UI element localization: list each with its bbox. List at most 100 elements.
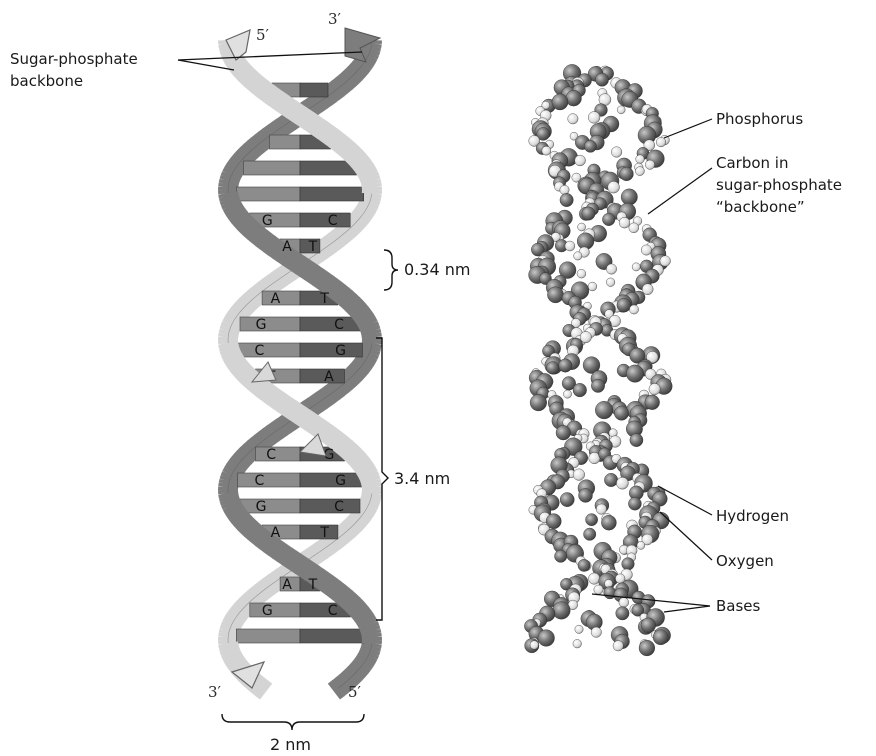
heavy-atom (595, 73, 608, 86)
base-rung-left (240, 499, 300, 513)
heavy-atom (626, 365, 643, 382)
hydrogen-label: Hydrogen (716, 507, 789, 525)
hydrogen-atom (588, 112, 600, 124)
base-letter: C (255, 473, 265, 489)
bases-leader-2 (664, 606, 710, 612)
space-filling-model (524, 64, 672, 655)
hydrogen-atom (560, 185, 569, 194)
heavy-atom (645, 395, 660, 410)
hydrogen-atom (596, 504, 606, 514)
hydrogen-atom (645, 160, 654, 169)
hydrogen-atom (641, 245, 651, 255)
heavy-atom (621, 189, 637, 205)
base-rung-left (256, 447, 301, 461)
base-rung-left (262, 291, 300, 305)
hydrogen-atom (568, 114, 578, 124)
base-letter: T (319, 291, 329, 307)
heavy-atom (553, 602, 571, 620)
hydrogen-atom (649, 383, 660, 394)
base-rung-right (300, 499, 360, 513)
base-rung-right (300, 525, 338, 539)
base-letter: C (334, 499, 344, 515)
carbon-label-line2: sugar-phosphate (716, 176, 842, 194)
base-letter: C (334, 317, 344, 333)
rise-label: 0.34 nm (404, 260, 470, 279)
heavy-atom (530, 394, 547, 411)
carbon-label-line1: Carbon in (716, 154, 788, 172)
phosphorus-leader (664, 119, 712, 138)
heavy-atom (616, 607, 629, 620)
width-brace (222, 714, 364, 730)
base-rung-left (244, 161, 301, 175)
base-rung-right (300, 317, 360, 331)
hydrogen-atom (635, 167, 644, 176)
hydrogen-atom (573, 639, 582, 648)
heavy-atom (653, 630, 668, 645)
heavy-atom (556, 425, 571, 440)
base-rung-left (238, 473, 300, 487)
heavy-atom (604, 473, 617, 486)
heavy-atom (546, 362, 559, 375)
base-letter: G (335, 343, 346, 359)
heavy-atom (620, 167, 634, 181)
base-letter: T (319, 525, 329, 541)
rise-brace (384, 250, 398, 290)
base-letter: G (335, 473, 346, 489)
base-letter: C (255, 343, 265, 359)
hydrogen-atom (574, 252, 582, 260)
hydrogen-atom (588, 282, 597, 291)
carbon-leader (648, 168, 712, 214)
base-letter: A (324, 369, 334, 385)
label-bottom-3prime: 3′ (208, 683, 222, 701)
hydrogen-atom (573, 469, 585, 481)
base-letter: A (282, 239, 292, 255)
heavy-atom (582, 207, 595, 220)
hydrogen-atom (619, 217, 630, 228)
hydrogen-atom (578, 223, 586, 231)
hydrogen-atom (629, 305, 638, 314)
base-rung-left (236, 187, 300, 201)
heavy-atom (579, 488, 593, 502)
hydrogen-atom (642, 284, 653, 295)
base-letter: A (271, 291, 281, 307)
hydrogen-atom (636, 155, 645, 164)
base-letter: G (256, 317, 267, 333)
hydrogen-atom (637, 541, 645, 549)
backbone-label-line1: Sugar-phosphate (10, 50, 138, 68)
heavy-atom (630, 434, 643, 447)
hydrogen-atom (563, 390, 571, 398)
heavy-atom (573, 383, 587, 397)
heavy-atom (538, 630, 555, 647)
hydrogen-atom (656, 137, 666, 147)
base-rung-right (300, 343, 362, 357)
hydrogen-atom (616, 477, 628, 489)
base-rung-left (250, 603, 300, 617)
hydrogen-atom (575, 625, 583, 633)
heavy-atom (614, 406, 628, 420)
base-rung-left (236, 629, 300, 643)
heavy-atom (622, 558, 635, 571)
hydrogen-atom (613, 641, 623, 651)
hydrogen-atom (611, 147, 622, 158)
heavy-atom (584, 140, 596, 152)
base-letter: C (328, 603, 338, 619)
heavy-atom (560, 193, 573, 206)
hydrogen-atom (606, 278, 615, 287)
base-rung-left (240, 317, 300, 331)
ribbon-double-helix: GCATATGCCGTACGCGGCATATGC (226, 28, 380, 692)
base-letter: A (282, 577, 292, 593)
heavy-atom (559, 359, 572, 372)
hydrogen-atom (530, 641, 539, 650)
heavy-atom (578, 559, 590, 571)
heavy-atom (586, 514, 598, 526)
strand-segment-dark (334, 688, 339, 692)
base-letter: T (308, 577, 318, 593)
carbon-label-line3: “backbone” (716, 198, 805, 216)
hydrogen-atom (589, 573, 600, 584)
pitch-label: 3.4 nm (394, 469, 450, 488)
base-letter: T (308, 239, 318, 255)
heavy-atom (617, 298, 631, 312)
heavy-atom (584, 528, 596, 540)
